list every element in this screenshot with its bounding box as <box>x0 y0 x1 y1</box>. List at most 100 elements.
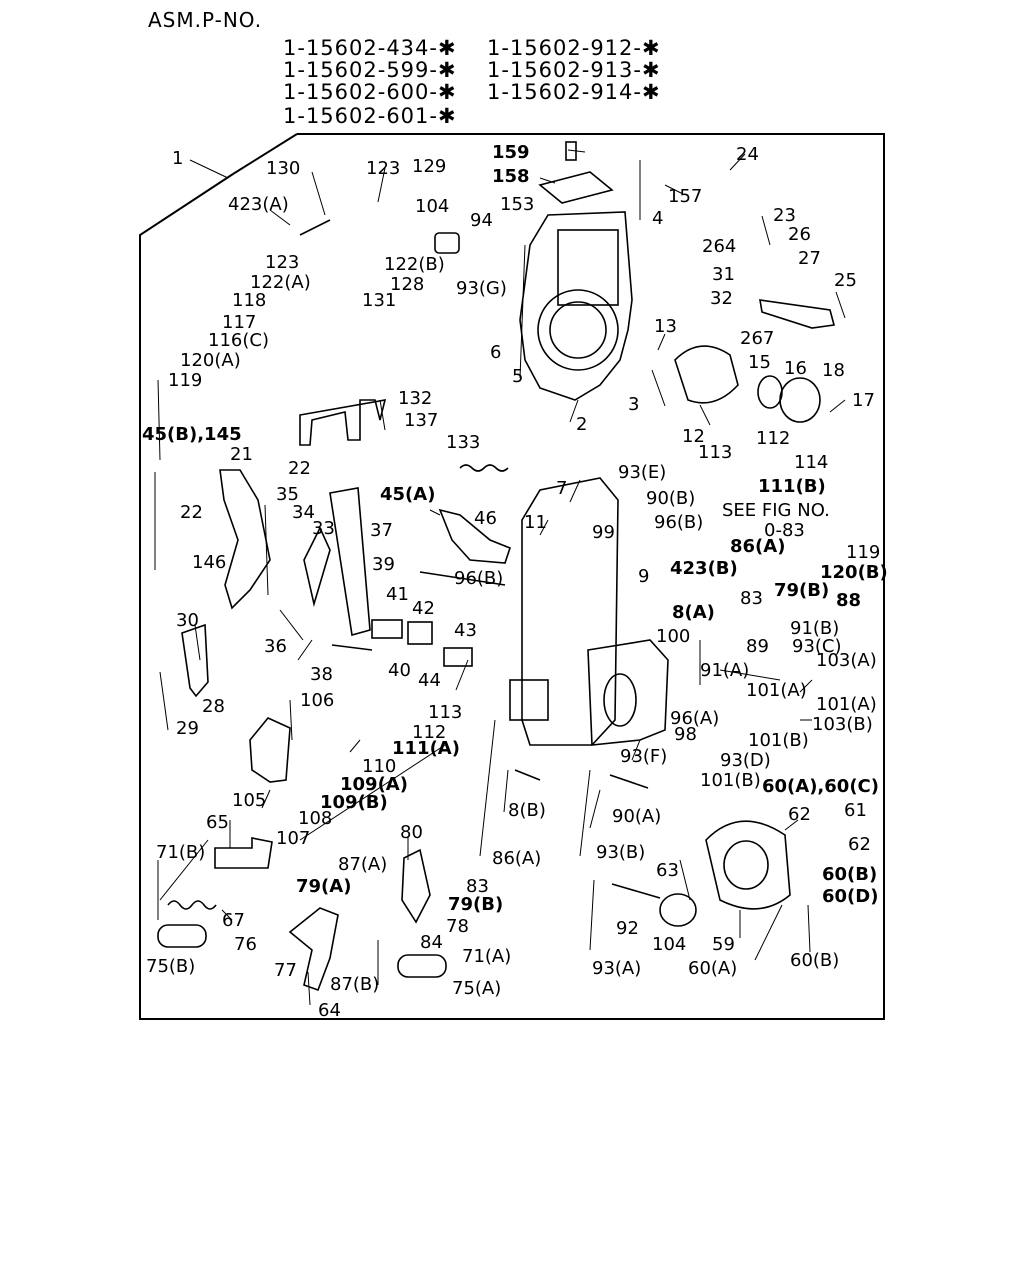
part-label: 62 <box>788 804 811 825</box>
part-label: 86(A) <box>492 848 541 869</box>
part-label: 28 <box>202 696 225 717</box>
part-label: 76 <box>234 934 257 955</box>
part-label: 159 <box>492 142 530 163</box>
part-label: 112 <box>412 722 446 743</box>
part-label: 113 <box>428 702 462 723</box>
part-label: 100 <box>656 626 690 647</box>
part-label: 93(E) <box>618 462 666 483</box>
part-label: 118 <box>232 290 266 311</box>
part-label: 158 <box>492 166 530 187</box>
part-label: 84 <box>420 932 443 953</box>
part-label: 104 <box>415 196 449 217</box>
part-label: 131 <box>362 290 396 311</box>
part-label: 111(B) <box>758 476 826 497</box>
part-label: 103(B) <box>812 714 873 735</box>
part-label: 2 <box>576 414 587 435</box>
part-number: 1-15602-434-✱ <box>283 36 457 60</box>
part-label: 90(B) <box>646 488 695 509</box>
part-label: 79(B) <box>774 580 829 601</box>
part-label: 119 <box>168 370 202 391</box>
part-label: 122(B) <box>384 254 445 275</box>
part-label: 93(B) <box>596 842 645 863</box>
part-label: 63 <box>656 860 679 881</box>
part-label: 117 <box>222 312 256 333</box>
part-label: 111(A) <box>392 738 460 759</box>
part-label: 26 <box>788 224 811 245</box>
part-label: 129 <box>412 156 446 177</box>
part-label: 17 <box>852 390 875 411</box>
part-label: 96(B) <box>454 568 503 589</box>
part-label: 267 <box>740 328 774 349</box>
part-label: 22 <box>288 458 311 479</box>
part-label: 91(B) <box>790 618 839 639</box>
part-label: 8(B) <box>508 800 546 821</box>
part-label: 101(A) <box>816 694 877 715</box>
part-label: 7 <box>556 478 567 499</box>
part-label: 87(A) <box>338 854 387 875</box>
part-label: 30 <box>176 610 199 631</box>
part-label: 114 <box>794 452 828 473</box>
part-label: 109(B) <box>320 792 388 813</box>
part-label: 87(B) <box>330 974 379 995</box>
part-label: 423(A) <box>228 194 289 215</box>
part-drawings <box>157 141 836 992</box>
part-label: 101(B) <box>748 730 809 751</box>
part-label: 80 <box>400 822 423 843</box>
part-label: 99 <box>592 522 615 543</box>
part-label: 25 <box>834 270 857 291</box>
part-label: 98 <box>674 724 697 745</box>
part-number: 1-15602-599-✱ <box>283 58 457 82</box>
diagram-frame <box>139 133 885 1020</box>
part-label: 120(B) <box>820 562 888 583</box>
part-label: 29 <box>176 718 199 739</box>
part-label: 27 <box>798 248 821 269</box>
part-label: 23 <box>773 205 796 226</box>
part-label: 93(C) <box>792 636 842 657</box>
part-number: 1-15602-913-✱ <box>487 58 661 82</box>
part-label: 42 <box>412 598 435 619</box>
part-label: 61 <box>844 800 867 821</box>
part-label: 62 <box>848 834 871 855</box>
part-label: 44 <box>418 670 441 691</box>
part-label: 94 <box>470 210 493 231</box>
part-label: 3 <box>628 394 639 415</box>
part-label: 77 <box>274 960 297 981</box>
part-label: 157 <box>668 186 702 207</box>
part-label: 60(A) <box>688 958 737 979</box>
part-label: 40 <box>388 660 411 681</box>
part-label: 4 <box>652 208 663 229</box>
part-label: 108 <box>298 808 332 829</box>
part-label: 93(G) <box>456 278 507 299</box>
part-label: 46 <box>474 508 497 529</box>
part-label: 16 <box>784 358 807 379</box>
part-label: 92 <box>616 918 639 939</box>
part-label: 93(F) <box>620 746 667 767</box>
part-label: 43 <box>454 620 477 641</box>
part-label: 91(A) <box>700 660 749 681</box>
part-label: 5 <box>512 366 523 387</box>
part-label: 21 <box>230 444 253 465</box>
part-label: 60(B) <box>790 950 839 971</box>
part-label: 132 <box>398 388 432 409</box>
part-label: 86(A) <box>730 536 785 557</box>
part-label: 101(A) <box>746 680 807 701</box>
part-label: 11 <box>524 512 547 533</box>
leader-lines <box>154 149 846 1006</box>
part-label: 107 <box>276 828 310 849</box>
part-label: 24 <box>736 144 759 165</box>
part-label: 96(A) <box>670 708 719 729</box>
part-label: 34 <box>292 502 315 523</box>
part-label: 122(A) <box>250 272 311 293</box>
part-label: 22 <box>180 502 203 523</box>
part-label: 112 <box>756 428 790 449</box>
part-label: 96(B) <box>654 512 703 533</box>
part-label: 45(B),145 <box>142 424 242 445</box>
part-label: 32 <box>710 288 733 309</box>
part-number: 1-15602-601-✱ <box>283 104 457 128</box>
part-label: 75(B) <box>146 956 195 977</box>
part-label: 64 <box>318 1000 341 1021</box>
part-label: 264 <box>702 236 736 257</box>
part-label: 13 <box>654 316 677 337</box>
part-labels: 1 130 123 129 423(A) 104 94 122(B) 123 1… <box>142 142 888 1021</box>
